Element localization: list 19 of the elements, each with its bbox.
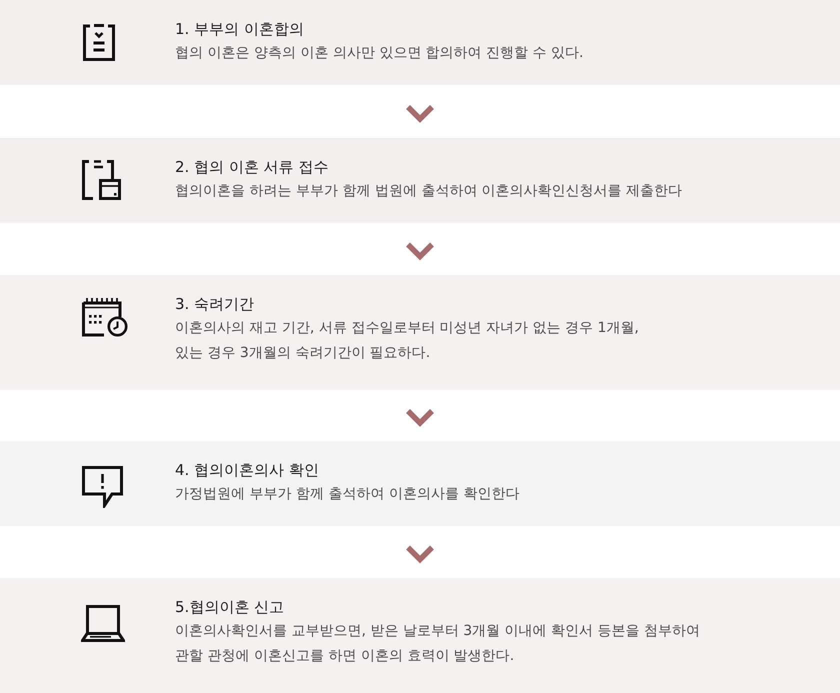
- step-band: [0, 578, 840, 693]
- step-title: 3. 숙려기간: [175, 294, 254, 314]
- chevron-arrow: [406, 546, 434, 564]
- step-band: [0, 0, 840, 85]
- step-description: 가정법원에 부부가 함께 출석하여 이혼의사를 확인한다: [175, 485, 520, 504]
- step-title: 1. 부부의 이혼합의: [175, 19, 304, 39]
- step-band: [0, 275, 840, 390]
- step-description: 이혼의사확인서를 교부받으면, 받은 날로부터 3개월 이내에 확인서 등본을 첨부하여 관할 관청에 이혼신고를 하면 이혼의 효력이 발생한다.: [175, 622, 700, 666]
- step-description: 이혼의사의 재고 기간, 서류 접수일로부터 미성년 자녀가 없는 경우 1개월, 있는 경우 3개월의 숙려기간이 필요하다.: [175, 319, 639, 363]
- step-title: 2. 협의 이혼 서류 접수: [175, 157, 328, 177]
- step-title: 5.협의이혼 신고: [175, 597, 284, 617]
- step-description: 협의이혼을 하려는 부부가 함께 법원에 출석하여 이혼의사확인신청서를 제출한다: [175, 182, 682, 201]
- step-band: [0, 441, 840, 526]
- step-description: 협의 이혼은 양측의 이혼 의사만 있으면 합의하여 진행할 수 있다.: [175, 44, 584, 63]
- chevron-arrow: [406, 242, 434, 260]
- step-title: 4. 협의이혼의사 확인: [175, 460, 319, 480]
- chevron-arrow: [406, 409, 434, 427]
- step-band: [0, 138, 840, 223]
- chevron-arrow: [406, 105, 434, 123]
